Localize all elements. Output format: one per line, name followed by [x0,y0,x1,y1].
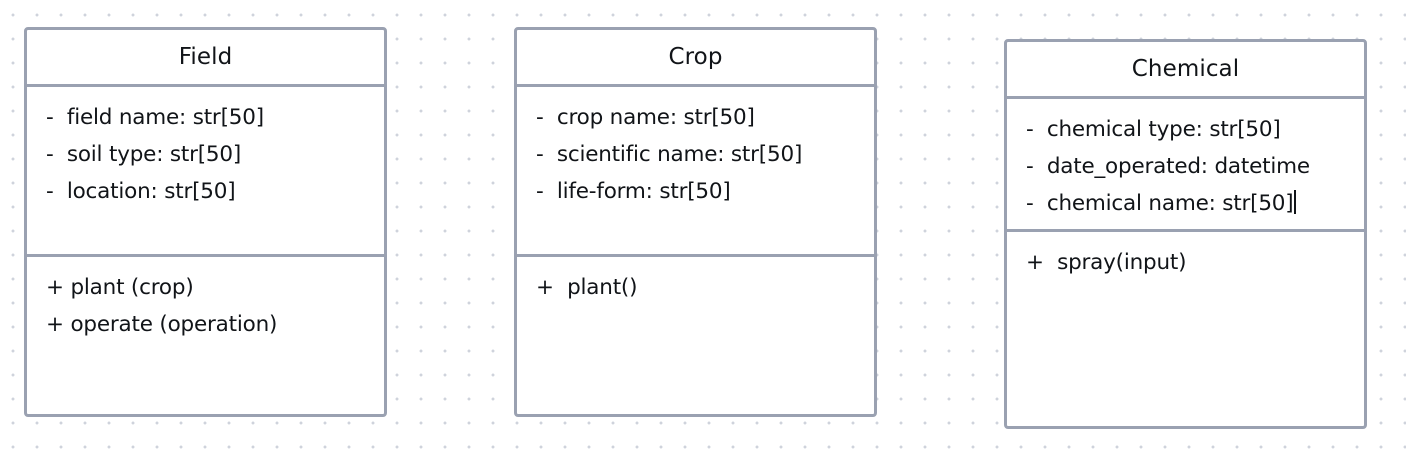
attributes-section[interactable]: - field name: str[50] - soil type: str[5… [27,87,384,257]
attribute-line[interactable]: - soil type: str[50] [46,142,242,167]
class-title[interactable]: Field [27,30,384,87]
attributes-section[interactable]: - crop name: str[50] - scientific name: … [517,87,874,257]
attribute-line[interactable]: - crop name: str[50] [536,105,755,130]
method-line[interactable]: + plant() [536,275,638,300]
method-line[interactable]: + operate (operation) [46,312,278,337]
attribute-line[interactable]: - chemical type: str[50] [1026,117,1281,142]
uml-class-crop[interactable]: Crop - crop name: str[50] - scientific n… [514,27,877,417]
attributes-section[interactable]: - chemical type: str[50] - date_operated… [1007,99,1364,232]
uml-class-chemical[interactable]: Chemical - chemical type: str[50] - date… [1004,39,1367,429]
methods-section[interactable]: + spray(input) [1007,232,1364,281]
uml-class-field[interactable]: Field - field name: str[50] - soil type:… [24,27,387,417]
method-line[interactable]: + plant (crop) [46,275,194,300]
attribute-line[interactable]: - field name: str[50] [46,105,264,130]
methods-section[interactable]: + plant() [517,257,874,306]
text-caret [1294,190,1297,214]
class-title[interactable]: Crop [517,30,874,87]
methods-section[interactable]: + plant (crop) + operate (operation) [27,257,384,343]
method-line[interactable]: + spray(input) [1026,250,1187,275]
attribute-line[interactable]: - scientific name: str[50] [536,142,803,167]
attribute-line[interactable]: - date_operated: datetime [1026,154,1310,179]
attribute-line[interactable]: - life-form: str[50] [536,179,731,204]
attribute-text[interactable]: - chemical name: str[50] [1026,191,1294,216]
attribute-line[interactable]: - location: str[50] [46,179,236,204]
class-title[interactable]: Chemical [1007,42,1364,99]
attribute-line-editing[interactable]: - chemical name: str[50] [1026,185,1364,222]
